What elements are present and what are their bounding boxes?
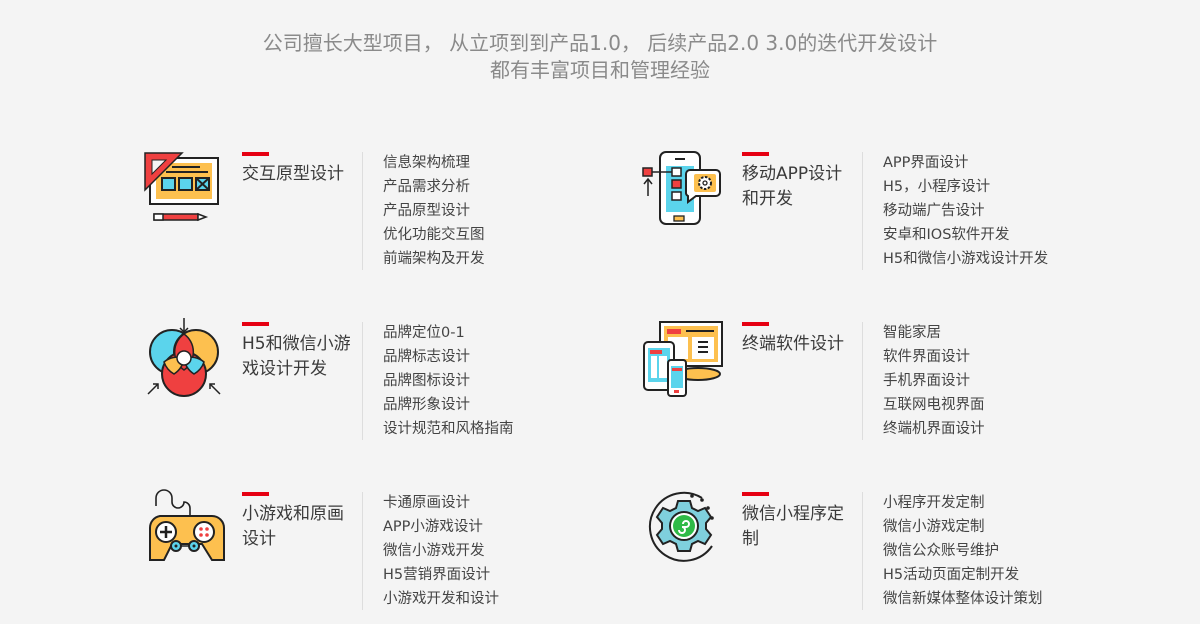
service-card-prototype: 交互原型设计 信息架构梳理 产品需求分析 产品原型设计 优化功能交互图 前端架构… — [142, 148, 612, 271]
list-item: APP界面设计 — [883, 155, 969, 171]
intro-line-1: 公司擅长大型项目， 从立项到到产品1.0， 后续产品2.0 3.0的迭代开发设计 — [262, 31, 938, 55]
list-item: 品牌形象设计 — [383, 397, 470, 413]
accent-bar — [242, 322, 269, 326]
service-items: 品牌定位0-1 品牌标志设计 品牌图标设计 品牌形象设计 设计规范和风格指南 — [383, 321, 514, 441]
list-item: 手机界面设计 — [883, 373, 970, 389]
service-items: 卡通原画设计 APP小游戏设计 微信小游戏开发 H5营销界面设计 小游戏开发和设… — [383, 491, 499, 611]
divider — [862, 152, 863, 270]
service-card-h5-game: H5和微信小游戏设计开发 品牌定位0-1 品牌标志设计 品牌图标设计 品牌形象设… — [142, 318, 612, 441]
accent-bar — [242, 492, 269, 496]
service-items: 智能家居 软件界面设计 手机界面设计 互联网电视界面 终端机界面设计 — [883, 321, 985, 441]
list-item: 设计规范和风格指南 — [383, 421, 514, 437]
list-item: 优化功能交互图 — [383, 227, 485, 243]
list-item: 信息架构梳理 — [383, 155, 470, 171]
list-item: 智能家居 — [883, 325, 941, 341]
multi-device-icon — [642, 318, 732, 408]
mobile-app-icon — [642, 148, 732, 238]
service-items: 信息架构梳理 产品需求分析 产品原型设计 优化功能交互图 前端架构及开发 — [383, 151, 485, 271]
intro-heading: 公司擅长大型项目， 从立项到到产品1.0， 后续产品2.0 3.0的迭代开发设计… — [0, 30, 1200, 84]
service-title: 移动APP设计和开发 — [742, 164, 843, 209]
divider — [362, 492, 363, 610]
list-item: 终端机界面设计 — [883, 421, 985, 437]
gamepad-icon — [142, 488, 232, 578]
list-item: 卡通原画设计 — [383, 495, 470, 511]
venn-circles-icon — [142, 318, 232, 408]
list-item: 微信公众账号维护 — [883, 543, 999, 559]
list-item: 品牌图标设计 — [383, 373, 470, 389]
list-item: 互联网电视界面 — [883, 397, 985, 413]
service-title: 小游戏和原画设计 — [242, 504, 344, 549]
service-card-mini-game: 小游戏和原画设计 卡通原画设计 APP小游戏设计 微信小游戏开发 H5营销界面设… — [142, 488, 612, 611]
list-item: H5营销界面设计 — [383, 567, 491, 583]
list-item: 品牌定位0-1 — [383, 325, 465, 341]
divider — [862, 322, 863, 440]
list-item: 产品需求分析 — [383, 179, 470, 195]
accent-bar — [742, 152, 769, 156]
list-item: 软件界面设计 — [883, 349, 970, 365]
service-title: 交互原型设计 — [242, 164, 344, 184]
list-item: 移动端广告设计 — [883, 203, 985, 219]
list-item: 微信小游戏开发 — [383, 543, 485, 559]
accent-bar — [742, 492, 769, 496]
list-item: 产品原型设计 — [383, 203, 470, 219]
list-item: 微信小游戏定制 — [883, 519, 985, 535]
service-card-mini-program: 微信小程序定制 小程序开发定制 微信小游戏定制 微信公众账号维护 H5活动页面定… — [642, 488, 1112, 611]
list-item: 安卓和IOS软件开发 — [883, 227, 1010, 243]
accent-bar — [742, 322, 769, 326]
accent-bar — [242, 152, 269, 156]
mini-program-gear-icon — [642, 488, 732, 578]
divider — [862, 492, 863, 610]
intro-line-2: 都有丰富项目和管理经验 — [490, 58, 710, 82]
prototype-design-icon — [142, 148, 232, 238]
list-item: H5活动页面定制开发 — [883, 567, 1020, 583]
list-item: H5和微信小游戏设计开发 — [883, 251, 1049, 267]
service-card-mobile-app: 移动APP设计和开发 APP界面设计 H5，小程序设计 移动端广告设计 安卓和I… — [642, 148, 1112, 271]
divider — [362, 152, 363, 270]
list-item: 品牌标志设计 — [383, 349, 470, 365]
service-card-terminal-software: 终端软件设计 智能家居 软件界面设计 手机界面设计 互联网电视界面 终端机界面设… — [642, 318, 1112, 441]
list-item: 小程序开发定制 — [883, 495, 985, 511]
service-title: 终端软件设计 — [742, 334, 844, 354]
service-items: 小程序开发定制 微信小游戏定制 微信公众账号维护 H5活动页面定制开发 微信新媒… — [883, 491, 1043, 611]
service-title: H5和微信小游戏设计开发 — [242, 334, 351, 379]
list-item: H5，小程序设计 — [883, 179, 991, 195]
divider — [362, 322, 363, 440]
service-items: APP界面设计 H5，小程序设计 移动端广告设计 安卓和IOS软件开发 H5和微… — [883, 151, 1048, 271]
list-item: 前端架构及开发 — [383, 251, 485, 267]
list-item: 微信新媒体整体设计策划 — [883, 591, 1043, 607]
service-title: 微信小程序定制 — [742, 504, 844, 549]
list-item: 小游戏开发和设计 — [383, 591, 499, 607]
list-item: APP小游戏设计 — [383, 519, 483, 535]
